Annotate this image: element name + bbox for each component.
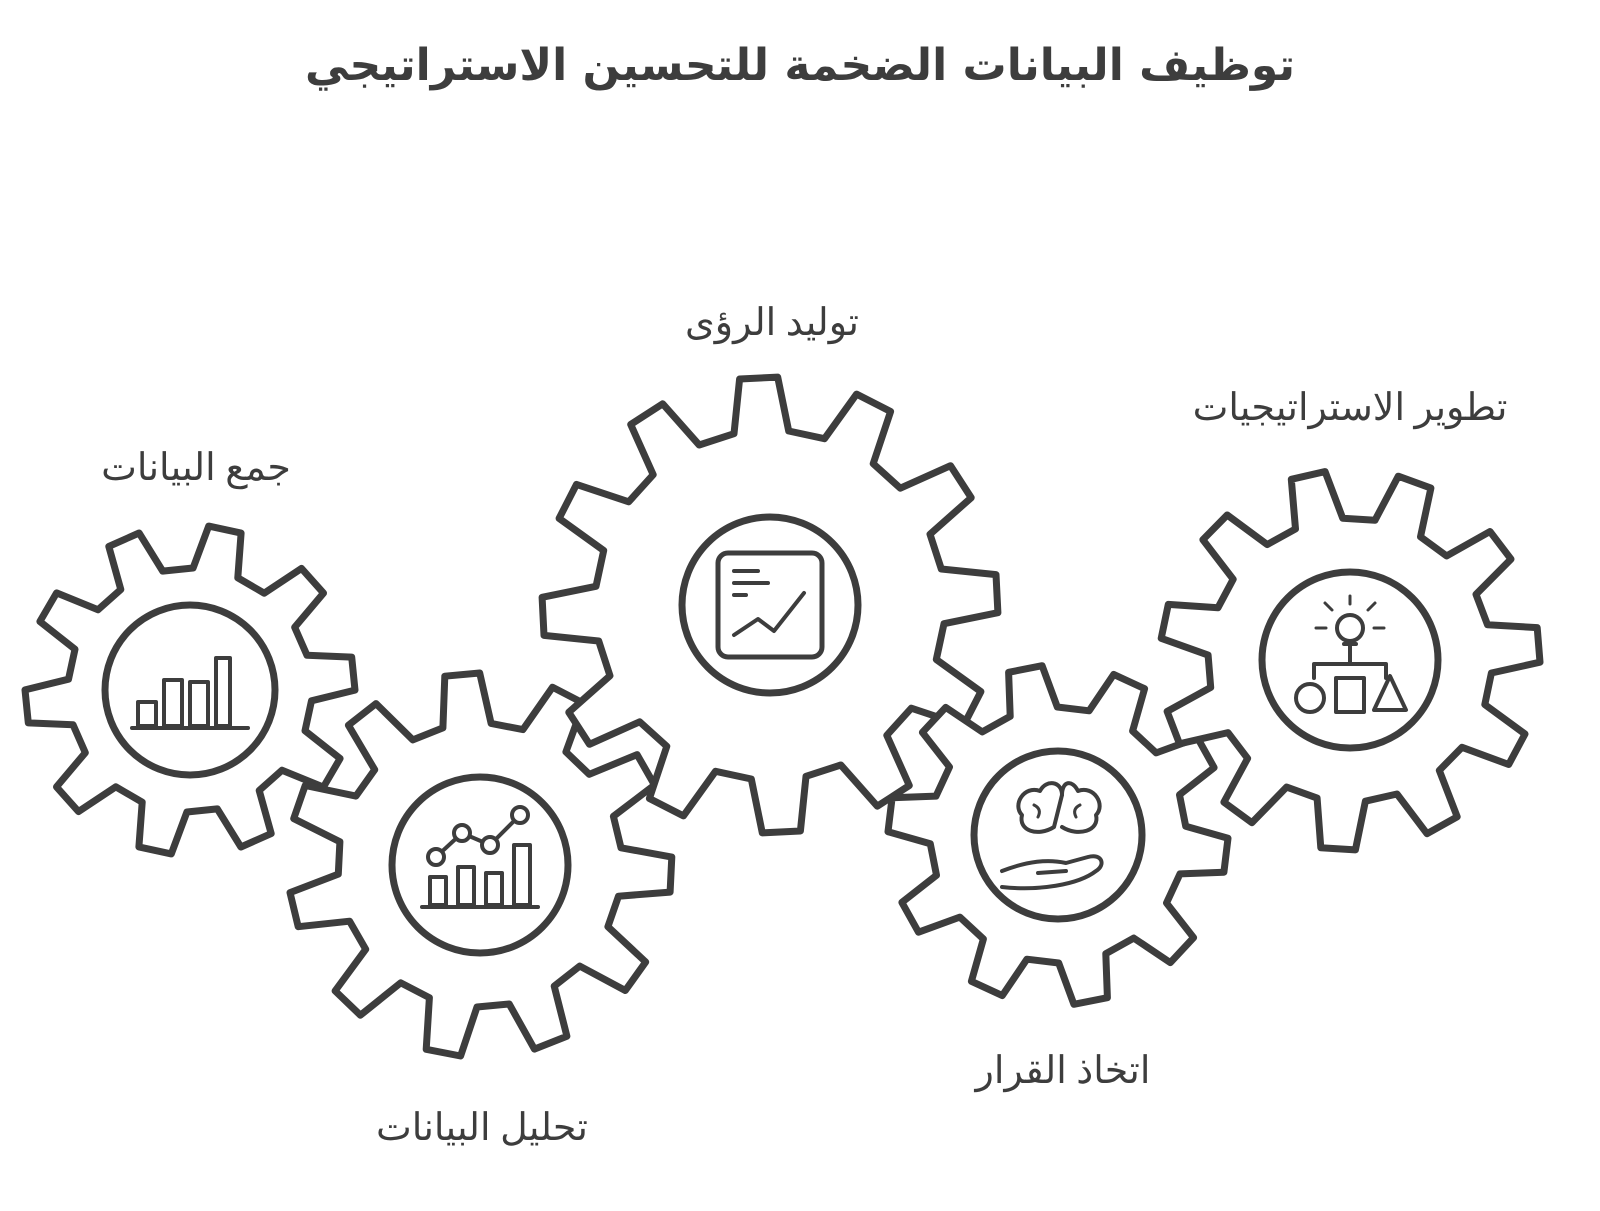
trend-point (510, 805, 530, 825)
gear-insights (538, 373, 1002, 837)
stage-label-decide: اتخاذ القرار (975, 1050, 1151, 1092)
gear-hub (970, 747, 1146, 923)
trend-point (452, 823, 472, 843)
presentation-board-icon (715, 550, 825, 660)
stage-label-insights: توليد الرؤى (685, 302, 859, 344)
gear-hub (388, 773, 572, 957)
idea-shapes-icon (1294, 594, 1408, 714)
page-title: توظيف البيانات الضخمة للتحسين الاستراتيج… (304, 40, 1296, 91)
trend-point (480, 835, 500, 855)
stage-label-strategy: تطوير الاستراتيجيات (1192, 387, 1508, 429)
gear-hub (678, 513, 862, 697)
stage-label-analyze: تحليل البيانات (375, 1107, 589, 1149)
gear-decide (884, 662, 1232, 1008)
trend-point (426, 847, 446, 867)
stage-label-collect: جمع البيانات (101, 447, 291, 489)
gear-analyze (286, 669, 676, 1060)
chart-trend-icon (420, 805, 540, 909)
gear-strategy (1157, 468, 1544, 854)
brain-hand-icon (1000, 781, 1104, 891)
bar-chart-icon (130, 656, 250, 730)
gear-collect (21, 522, 359, 858)
